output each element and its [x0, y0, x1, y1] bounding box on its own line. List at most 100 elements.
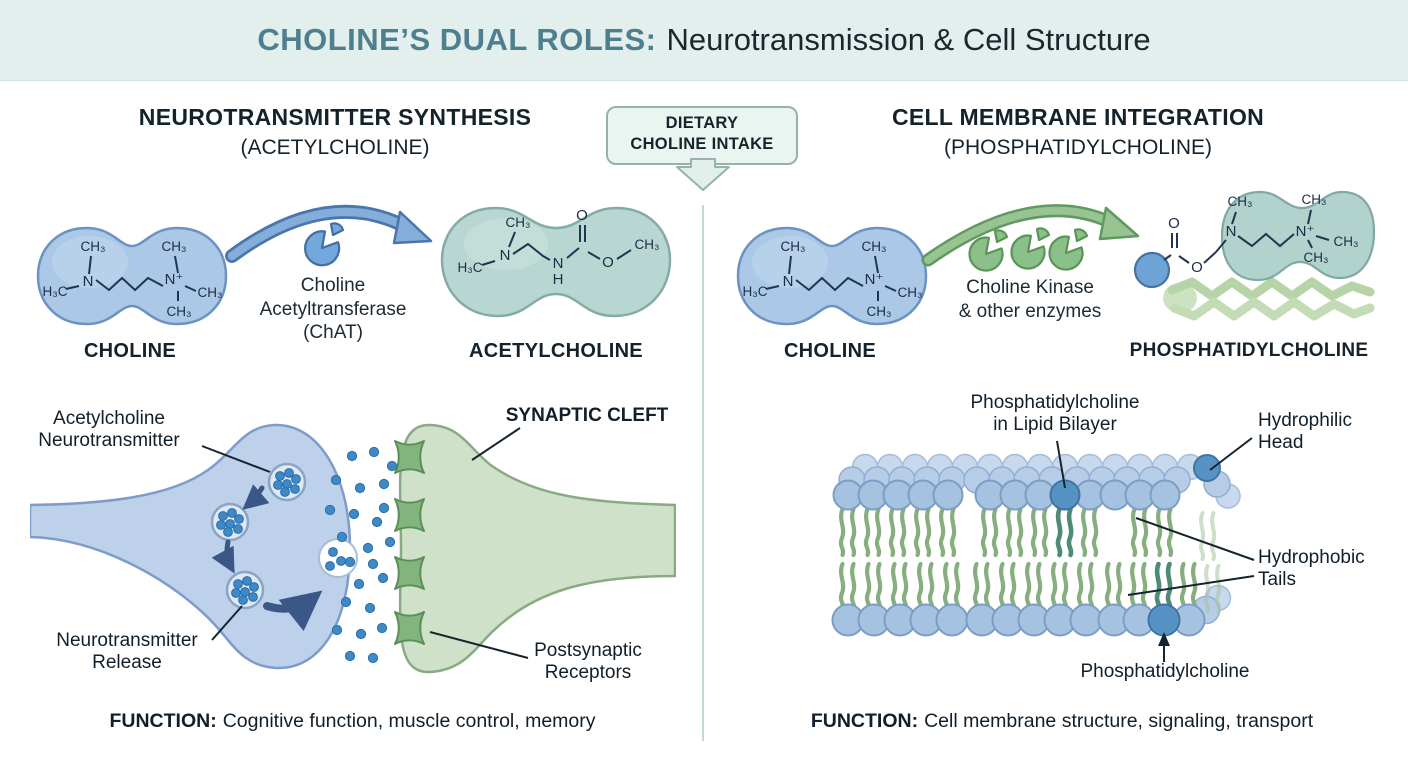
atom-label: N	[553, 255, 564, 272]
choline-bonds	[765, 255, 897, 301]
choline-atoms: CH₃ H₃C N N⁺ CH₃ CH₃ CH₃	[743, 239, 923, 319]
hydrophobic-tails-label: Hydrophobic Tails	[1258, 547, 1365, 590]
postsynaptic-neuron	[398, 423, 676, 674]
choline-bonds	[65, 255, 197, 301]
atom-label: N	[500, 247, 511, 264]
left-panel-heading: NEUROTRANSMITTER SYNTHESIS	[138, 104, 532, 130]
atom-label: N	[83, 273, 94, 290]
panel-divider	[702, 205, 704, 741]
lipid-heads-top-front	[832, 479, 1181, 511]
kinase-enzyme-text: Choline Kinase & other enzymes	[958, 277, 1102, 322]
choline-atoms: CH₃ H₃C N N⁺ CH₃ CH₃ CH₃	[43, 239, 223, 319]
phosphate-head	[1133, 251, 1171, 289]
function-label: FUNCTION:	[109, 710, 217, 732]
acetylcholine-label: ACETYLCHOLINE	[469, 340, 643, 362]
atom-label: H₃C	[458, 260, 483, 275]
atom-label: CH₃	[1228, 194, 1253, 209]
upper-tails	[841, 509, 1171, 555]
choline-label-right: CHOLINE	[783, 340, 877, 362]
reaction-arrow-green	[921, 204, 1140, 272]
atom-label: N	[783, 273, 794, 290]
fatty-acid-tail-2	[1169, 297, 1375, 321]
atom-label: H	[553, 271, 564, 288]
highlighted-upper-tails	[1058, 509, 1071, 555]
acetylcholine-bonds	[481, 225, 632, 266]
atom-label: CH₃	[1302, 192, 1327, 207]
lipid-bilayer-diagram	[831, 437, 1255, 662]
atom-label: CH₃	[198, 285, 223, 300]
released-neurotransmitter-dots	[324, 446, 398, 664]
highlighted-lower-tails	[1157, 564, 1170, 610]
neurotransmitter-release-label: Neurotransmitter Release	[56, 630, 198, 673]
atom-label: N⁺	[1296, 223, 1315, 240]
atom-label: O	[576, 207, 588, 224]
atom-label: CH₃	[1334, 234, 1359, 249]
pc-in-bilayer-label: Phosphatidylcholine in Lipid Bilayer	[970, 392, 1140, 435]
choline-label-left: CHOLINE	[83, 340, 177, 362]
acetylcholine-molecule: CH₃ H₃C N N H O O CH₃	[440, 206, 672, 318]
acetylcholine-blob	[440, 206, 672, 318]
atom-label: CH₃	[506, 215, 531, 230]
atom-label: CH₃	[862, 239, 887, 254]
intake-line2: CHOLINE INTAKE	[630, 135, 774, 153]
atom-label: H₃C	[43, 284, 68, 299]
arrowhead	[392, 210, 433, 245]
atom-label: CH₃	[162, 239, 187, 254]
acetylcholine-atoms: CH₃ H₃C N N H O O CH₃	[458, 207, 660, 288]
page-title-rest: Neurotransmission & Cell Structure	[666, 22, 1151, 57]
page-title-accent: CHOLINE’S DUAL ROLES:	[257, 22, 657, 57]
lipid-heads-bottom	[831, 603, 1206, 637]
atom-label: O	[1168, 215, 1180, 232]
synapse-diagram	[30, 423, 676, 674]
pc-bottom-label: Phosphatidylcholine	[1080, 661, 1250, 682]
postsynaptic-receptors-label: Postsynaptic Receptors	[534, 640, 642, 683]
pc-atoms: O O CH₃ N N⁺ CH₃ CH₃ CH₃	[1168, 192, 1358, 276]
arrowhead	[1098, 206, 1140, 241]
hydrophilic-head-label: Hydrophilic Head	[1258, 410, 1352, 453]
chat-enzyme-text: Choline Acetyltransferase (ChAT)	[259, 275, 407, 343]
right-panel-subheading: (PHOSPHATIDYLCHOLINE)	[944, 136, 1212, 159]
left-panel-subheading: (ACETYLCHOLINE)	[240, 136, 430, 159]
choline-head-blob	[1220, 190, 1376, 282]
function-text: Cognitive function, muscle control, memo…	[222, 710, 596, 732]
phosphatidylcholine-molecule: O O CH₃ N N⁺ CH₃ CH₃ CH₃	[1133, 190, 1376, 321]
pointer-lines	[1056, 437, 1255, 662]
right-function-line: FUNCTION:Cell membrane structure, signal…	[742, 710, 1382, 733]
function-text: Cell membrane structure, signaling, tran…	[924, 710, 1314, 732]
pointer-lines	[201, 427, 529, 659]
atom-label: N	[1226, 223, 1237, 240]
choline-molecule-left: CH₃ H₃C N N⁺ CH₃ CH₃ CH₃	[36, 226, 228, 326]
right-panel-heading: CELL MEMBRANE INTEGRATION	[891, 104, 1265, 130]
synaptic-cleft-label: SYNAPTIC CLEFT	[505, 405, 669, 426]
atom-label: CH₃	[1304, 250, 1329, 265]
kinase-enzyme-icons	[968, 227, 1089, 272]
atom-label: CH₃	[635, 237, 660, 252]
phosphatidylcholine-label: PHOSPHATIDYLCHOLINE	[1129, 340, 1369, 361]
lower-tails	[841, 564, 1195, 610]
highlighted-head-back	[1193, 454, 1221, 482]
chat-enzyme-icon	[304, 222, 345, 267]
pc-bonds	[1163, 209, 1330, 264]
dietary-choline-intake-box: DIETARY CHOLINE INTAKE	[606, 106, 798, 165]
atom-label: O	[1191, 259, 1203, 276]
atom-label: H₃C	[743, 284, 768, 299]
atom-label: CH₃	[898, 285, 923, 300]
fatty-acid-tail-1	[1167, 277, 1375, 301]
atom-label: CH₃	[781, 239, 806, 254]
function-label: FUNCTION:	[810, 710, 919, 732]
reaction-arrow-blue	[225, 204, 433, 267]
highlighted-head-bottom	[1147, 603, 1181, 637]
atom-label: N⁺	[865, 271, 884, 288]
atom-label: CH₃	[867, 304, 892, 319]
choline-molecule-right: CH₃ H₃C N N⁺ CH₃ CH₃ CH₃	[736, 226, 928, 326]
down-arrow-icon	[676, 158, 730, 191]
atom-label: CH₃	[167, 304, 192, 319]
vesicle-flow-arrows	[211, 484, 323, 632]
highlighted-head-top	[1049, 479, 1081, 511]
acetylcholine-neurotransmitter-label: Acetylcholine Neurotransmitter	[38, 408, 180, 451]
header-bar: CHOLINE’S DUAL ROLES: Neurotransmission …	[0, 0, 1408, 81]
intake-line1: DIETARY	[665, 114, 739, 132]
left-function-line: FUNCTION:Cognitive function, muscle cont…	[40, 710, 665, 733]
up-arrowhead	[1158, 632, 1170, 646]
